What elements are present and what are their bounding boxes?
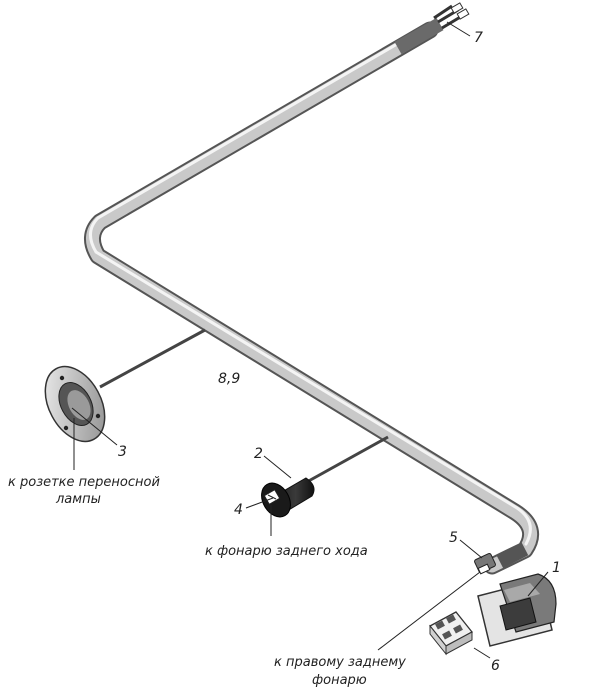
callout-1: 1 (552, 560, 561, 576)
callout-8-9: 8,9 (218, 371, 240, 387)
reverse-light-connector (261, 477, 315, 518)
connector-block-6 (429, 611, 473, 656)
callout-3: 3 (118, 444, 127, 460)
label-reverse-light: к фонарю заднего хода (205, 544, 368, 559)
label-right-rear-line1: к правому заднему (274, 655, 406, 670)
branch-wire-reverse (304, 435, 389, 485)
callout-2: 2 (254, 446, 263, 462)
callout-5: 5 (449, 530, 458, 546)
branch-wire-lamp (99, 328, 206, 389)
leader-lines (71, 21, 549, 659)
label-lamp-socket-line2: лампы (55, 492, 101, 507)
callout-7: 7 (474, 30, 483, 46)
main-harness-tube (84, 17, 540, 575)
callout-6: 6 (491, 658, 500, 674)
label-lamp-socket-line1: к розетке переносной (8, 475, 160, 490)
socket-housing-1 (477, 573, 557, 647)
label-right-rear-line2: фонарю (312, 673, 367, 688)
callout-4: 4 (234, 502, 243, 518)
lamp-socket-flange (44, 365, 106, 443)
terminal-tips-7 (433, 2, 470, 30)
right-rear-connector-5 (474, 553, 496, 575)
